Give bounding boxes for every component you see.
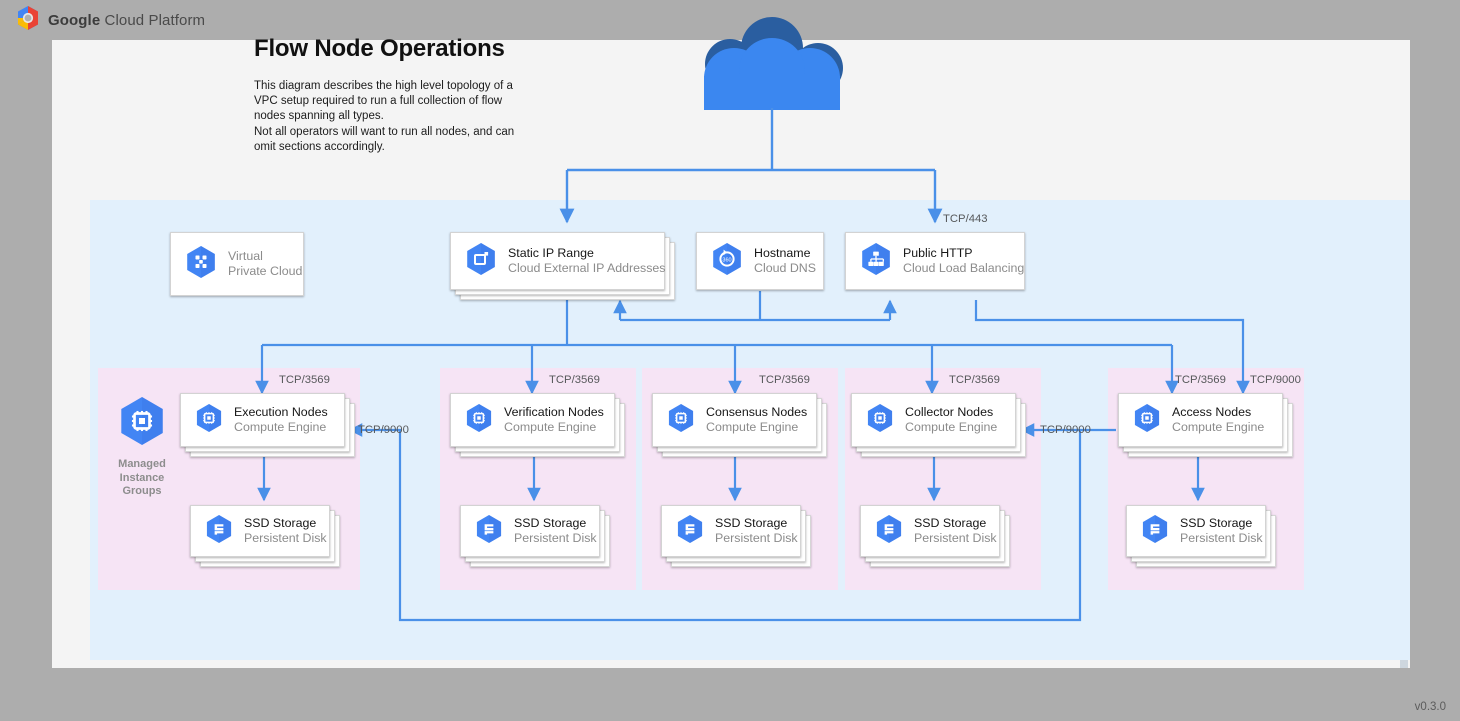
persistent-disk-icon <box>676 514 704 549</box>
managed-instance-groups-label: Managed Instance Groups <box>118 458 166 497</box>
node-card-verification-nodes[interactable]: Verification Nodes Compute Engine <box>450 393 625 457</box>
load-balancer-icon <box>860 242 892 281</box>
node-subtitle: Private Cloud <box>228 264 303 278</box>
node-subtitle: Compute Engine <box>905 420 998 434</box>
storage-title: SSD Storage <box>1180 516 1253 530</box>
node-title: Public HTTP <box>903 246 973 260</box>
node-card-hostname[interactable]: 360 Hostname Cloud DNS <box>696 232 824 290</box>
storage-card-verification[interactable]: SSD Storage Persistent Disk <box>460 505 610 567</box>
cloud-dns-icon: 360 <box>711 242 743 281</box>
compute-engine-icon <box>465 403 493 438</box>
storage-card-access[interactable]: SSD Storage Persistent Disk <box>1126 505 1276 567</box>
node-subtitle: Cloud DNS <box>754 261 816 275</box>
node-subtitle: Compute Engine <box>234 420 327 434</box>
storage-card-collector[interactable]: SSD Storage Persistent Disk <box>860 505 1010 567</box>
node-card-access-nodes[interactable]: Access Nodes Compute Engine <box>1118 393 1293 457</box>
brand-rest: Cloud Platform <box>100 11 206 29</box>
storage-subtitle: Persistent Disk <box>715 531 798 545</box>
node-title: Verification Nodes <box>504 405 604 419</box>
page-title: Flow Node Operations <box>254 35 505 62</box>
static-ip-icon <box>465 242 497 281</box>
version-label: v0.3.0 <box>1414 701 1446 713</box>
page-description: This diagram describes the high level to… <box>254 80 515 153</box>
node-subtitle: Compute Engine <box>504 420 597 434</box>
storage-card-consensus[interactable]: SSD Storage Persistent Disk <box>661 505 811 567</box>
node-card-static-ip-range[interactable]: Static IP Range Cloud External IP Addres… <box>450 232 675 300</box>
storage-subtitle: Persistent Disk <box>1180 531 1263 545</box>
storage-subtitle: Persistent Disk <box>244 531 327 545</box>
google-cloud-platform-logo-icon <box>16 5 40 36</box>
compute-engine-icon <box>667 403 695 438</box>
port-label-execution-3569: TCP/3569 <box>279 374 330 386</box>
port-label-verification-3569: TCP/3569 <box>549 374 600 386</box>
node-card-public-http[interactable]: Public HTTP Cloud Load Balancing <box>845 232 1025 290</box>
brand-bold: Google <box>48 11 101 29</box>
node-subtitle: Cloud Load Balancing <box>903 261 1025 275</box>
node-card-execution-nodes[interactable]: Execution Nodes Compute Engine <box>180 393 355 457</box>
node-subtitle: Compute Engine <box>1172 420 1265 434</box>
port-label-collector-3569: TCP/3569 <box>949 374 1000 386</box>
storage-title: SSD Storage <box>715 516 788 530</box>
managed-instance-groups: Managed Instance Groups <box>110 395 174 499</box>
persistent-disk-icon <box>475 514 503 549</box>
node-title: Hostname <box>754 246 811 260</box>
node-title: Static IP Range <box>508 246 594 260</box>
storage-title: SSD Storage <box>914 516 987 530</box>
port-label-lb-ingress: TCP/443 <box>943 213 988 225</box>
storage-card-execution[interactable]: SSD Storage Persistent Disk <box>190 505 340 567</box>
node-title: Execution Nodes <box>234 405 328 419</box>
node-title: Consensus Nodes <box>706 405 808 419</box>
node-card-collector-nodes[interactable]: Collector Nodes Compute Engine <box>851 393 1026 457</box>
storage-subtitle: Persistent Disk <box>914 531 997 545</box>
managed-instance-groups-icon <box>118 397 166 451</box>
port-label-access-9000: TCP/9000 <box>1250 374 1301 386</box>
node-title: Collector Nodes <box>905 405 994 419</box>
port-label-execution-9000: TCP/9000 <box>358 424 409 436</box>
node-subtitle: Compute Engine <box>706 420 799 434</box>
persistent-disk-icon <box>875 514 903 549</box>
storage-title: SSD Storage <box>514 516 587 530</box>
brand-title: Google Cloud Platform <box>48 12 205 29</box>
node-title: Access Nodes <box>1172 405 1252 419</box>
node-card-virtual-private-cloud[interactable]: Virtual Private Cloud <box>170 232 304 296</box>
storage-subtitle: Persistent Disk <box>514 531 597 545</box>
svg-text:360: 360 <box>722 257 731 263</box>
node-subtitle: Cloud External IP Addresses <box>508 261 666 275</box>
storage-title: SSD Storage <box>244 516 317 530</box>
brand-bar: Google Cloud Platform <box>0 0 1460 40</box>
port-label-consensus-3569: TCP/3569 <box>759 374 810 386</box>
compute-engine-icon <box>866 403 894 438</box>
node-card-consensus-nodes[interactable]: Consensus Nodes Compute Engine <box>652 393 827 457</box>
persistent-disk-icon <box>1141 514 1169 549</box>
compute-engine-icon <box>195 403 223 438</box>
compute-engine-icon <box>1133 403 1161 438</box>
persistent-disk-icon <box>205 514 233 549</box>
port-label-collector-9000: TCP/9000 <box>1040 424 1091 436</box>
cloud-icon <box>672 16 872 111</box>
virtual-private-cloud-icon <box>185 245 217 284</box>
port-label-access-3569: TCP/3569 <box>1175 374 1226 386</box>
node-title: Virtual <box>228 249 263 263</box>
